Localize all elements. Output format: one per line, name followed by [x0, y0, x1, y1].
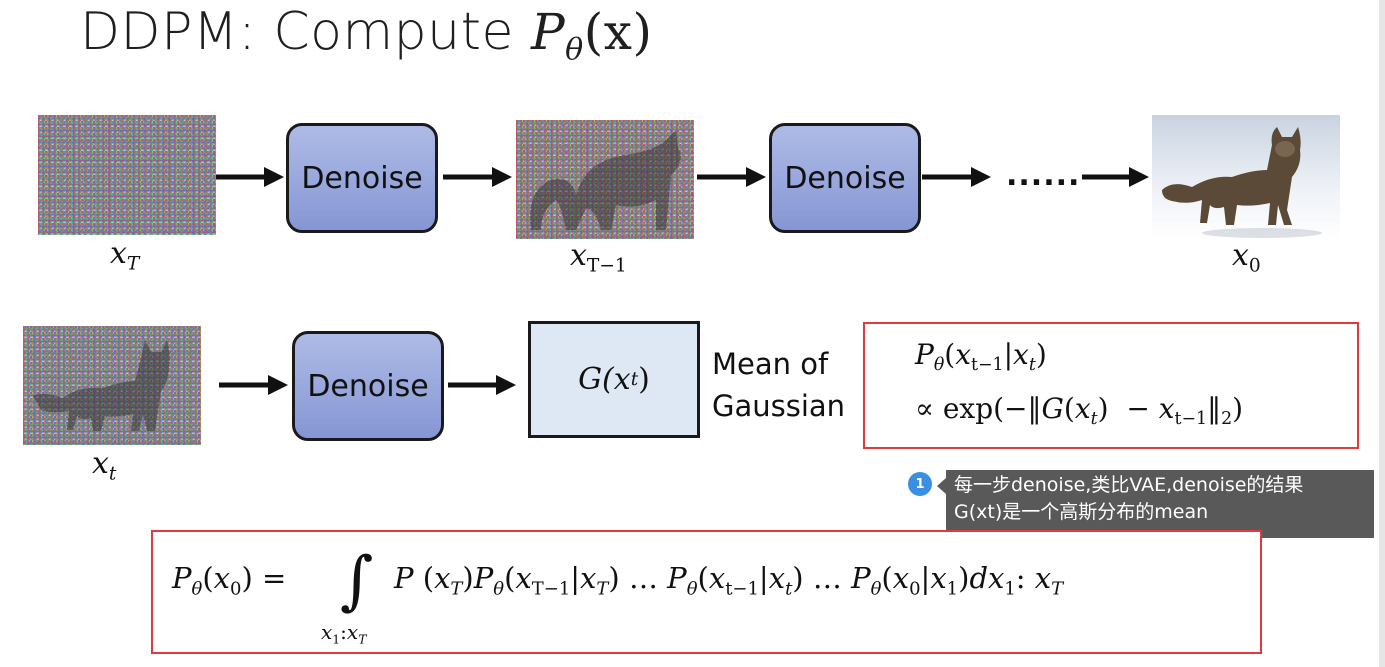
title-math: Pθ(x) — [531, 3, 653, 68]
noisy-cat-image-xT1 — [516, 120, 694, 239]
cat-silhouette-icon — [530, 130, 681, 230]
mean-label-line2: Gaussian — [712, 389, 846, 423]
gaussian-formula-box — [863, 322, 1359, 449]
slide-title: DDPM: Compute Pθ(x) — [80, 2, 652, 68]
likelihood-formula-box — [151, 530, 1262, 654]
tooltip-line-1: 每一步denoise,类比VAE,denoise的结果 — [954, 474, 1304, 496]
label-xT-minus-1: xT−1 — [570, 238, 627, 277]
denoise-box-3: Denoise — [292, 331, 444, 441]
comment-tooltip: 每一步denoise,类比VAE,denoise的结果 G(xt)是一个高斯分布… — [946, 470, 1374, 538]
formula-line-1: Pθ((xxt−1|xt) — [915, 338, 1047, 376]
label-xT: xT — [110, 236, 140, 275]
label-x0: x0 — [1232, 238, 1261, 277]
mean-label-line1: Mean of — [712, 347, 829, 381]
mean-of-gaussian-label: Mean of Gaussian — [712, 343, 845, 427]
formula-rhs: P (xT)Pθ(xT−1|xT) … Pθ(xt−1|xt) … Pθ(x0|… — [394, 561, 1064, 600]
cat-photo-icon — [1162, 127, 1322, 238]
tooltip-line-2: G(xt)是一个高斯分布的mean — [954, 501, 1209, 523]
noise-image-xT — [38, 115, 216, 235]
denoise-box-2: Denoise — [769, 123, 921, 233]
denoise-box-1: Denoise — [286, 123, 438, 233]
comment-badge[interactable]: 1 — [908, 472, 932, 496]
formula-lhs: Pθ(x0) = — [172, 561, 287, 600]
tooltip-pointer — [937, 478, 946, 494]
ellipsis: ...... — [1006, 158, 1081, 193]
formula-line-2: ∝ exp(−‖G(xt) − xt−1‖2) — [915, 392, 1244, 430]
integral-limits: x1:xT — [321, 620, 367, 647]
label-xt: xt — [92, 446, 117, 485]
scrollbar-track[interactable] — [1379, 0, 1385, 667]
integral-sign: ∫ — [340, 544, 374, 618]
cat-silhouette-icon — [33, 340, 170, 431]
noisy-cat-image-xt — [23, 326, 201, 445]
title-text: DDPM: Compute — [80, 2, 532, 62]
cat-photo-x0 — [1152, 115, 1340, 239]
